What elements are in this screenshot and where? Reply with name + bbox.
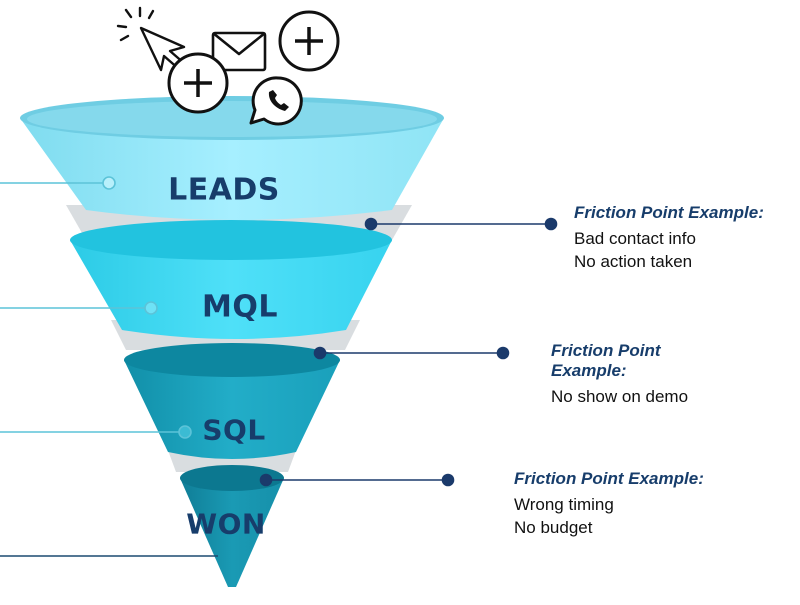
leads-section bbox=[20, 118, 444, 220]
friction-title: Friction Point Example: bbox=[514, 469, 704, 488]
cursor-click-icon bbox=[116, 6, 187, 72]
friction-title: Friction Point Example: bbox=[551, 341, 661, 380]
plus-circle-icon bbox=[278, 10, 340, 72]
friction-line: Wrong timing bbox=[514, 495, 614, 514]
friction-title: Friction Point Example: bbox=[574, 203, 764, 222]
stage-label-won: WON bbox=[186, 507, 266, 541]
plus-circle-icon bbox=[167, 52, 229, 114]
stage-label-sql: SQL bbox=[202, 413, 266, 447]
whatsapp-icon bbox=[249, 76, 303, 126]
sql-section-top bbox=[124, 343, 340, 377]
friction-line: No action taken bbox=[574, 252, 693, 271]
friction-line: No budget bbox=[514, 518, 593, 537]
right-connectors bbox=[259, 217, 558, 487]
stage-label-leads: LEADS bbox=[168, 172, 280, 208]
mql-section-top bbox=[70, 220, 392, 260]
won-section-top bbox=[180, 465, 284, 491]
friction-line: Bad contact info bbox=[574, 229, 696, 248]
friction-line: No show on demo bbox=[551, 387, 689, 406]
stage-label-mql: MQL bbox=[202, 289, 278, 325]
leads-section-rim-inner bbox=[27, 101, 437, 137]
friction-point-mql: Friction Point Example: No show on demo bbox=[551, 341, 701, 408]
sql-section bbox=[124, 360, 340, 459]
envelope-icon bbox=[211, 31, 267, 72]
friction-point-leads: Friction Point Example: Bad contact info… bbox=[574, 203, 794, 273]
left-connectors bbox=[0, 176, 218, 557]
won-section bbox=[180, 478, 284, 587]
friction-point-sql: Friction Point Example: Wrong timing No … bbox=[514, 469, 754, 539]
